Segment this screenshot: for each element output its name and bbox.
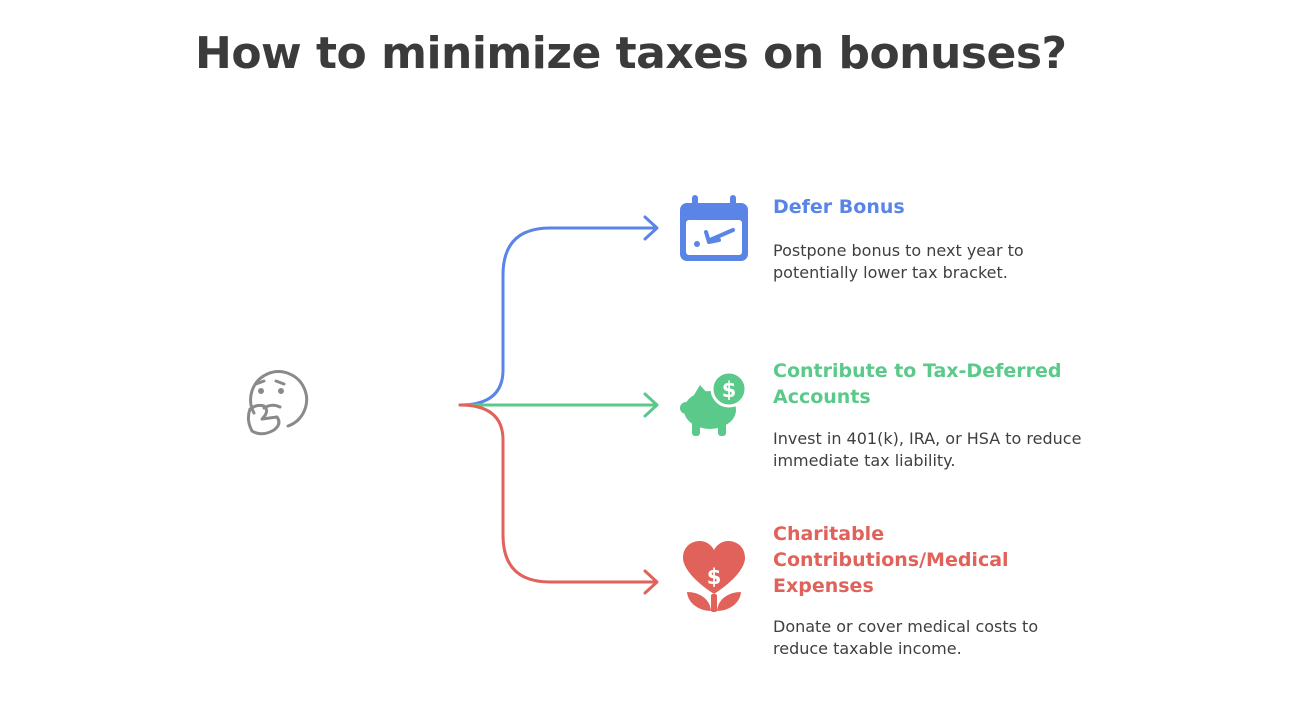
- title-line: Defer Bonus: [773, 196, 905, 218]
- title-line: Charitable: [773, 523, 885, 545]
- svg-text:$: $: [722, 378, 737, 402]
- title-line: Expenses: [773, 575, 874, 597]
- description-line: Donate or cover medical costs to: [773, 617, 1039, 636]
- option-description-charitable-medical: Donate or cover medical costs to reduce …: [773, 616, 1153, 660]
- arrowhead-contribute: [643, 392, 659, 418]
- option-description-tax-deferred-accounts: Invest in 401(k), IRA, or HSA to reduce …: [773, 428, 1153, 472]
- description-line: reduce taxable income.: [773, 639, 962, 658]
- description-line: potentially lower tax bracket.: [773, 263, 1008, 282]
- title-line: Accounts: [773, 386, 871, 408]
- arrowhead-defer: [643, 215, 659, 241]
- option-description-defer-bonus: Postpone bonus to next year to potential…: [773, 240, 1153, 284]
- option-title-tax-deferred-accounts: Contribute to Tax-Deferred Accounts: [773, 358, 1061, 410]
- arrowhead-charity: [643, 569, 659, 595]
- piggy-bank-icon: $: [680, 370, 748, 436]
- description-line: Postpone bonus to next year to: [773, 241, 1024, 260]
- connector-charity: [458, 403, 657, 584]
- option-title-charitable-medical: Charitable Contributions/Medical Expense…: [773, 521, 1009, 599]
- page-title: How to minimize taxes on bonuses?: [195, 28, 1067, 79]
- option-title-defer-bonus: Defer Bonus: [773, 194, 905, 220]
- title-line: Contribute to Tax-Deferred: [773, 360, 1062, 382]
- connectors: [458, 215, 659, 595]
- thinking-face-icon: [246, 370, 309, 436]
- heart-dollar-plant-icon: $: [683, 541, 745, 612]
- svg-text:$: $: [707, 565, 722, 589]
- calendar-icon: [680, 195, 748, 261]
- description-line: immediate tax liability.: [773, 451, 956, 470]
- title-line: Contributions/Medical: [773, 549, 1009, 571]
- connector-defer: [458, 226, 657, 407]
- description-line: Invest in 401(k), IRA, or HSA to reduce: [773, 429, 1082, 448]
